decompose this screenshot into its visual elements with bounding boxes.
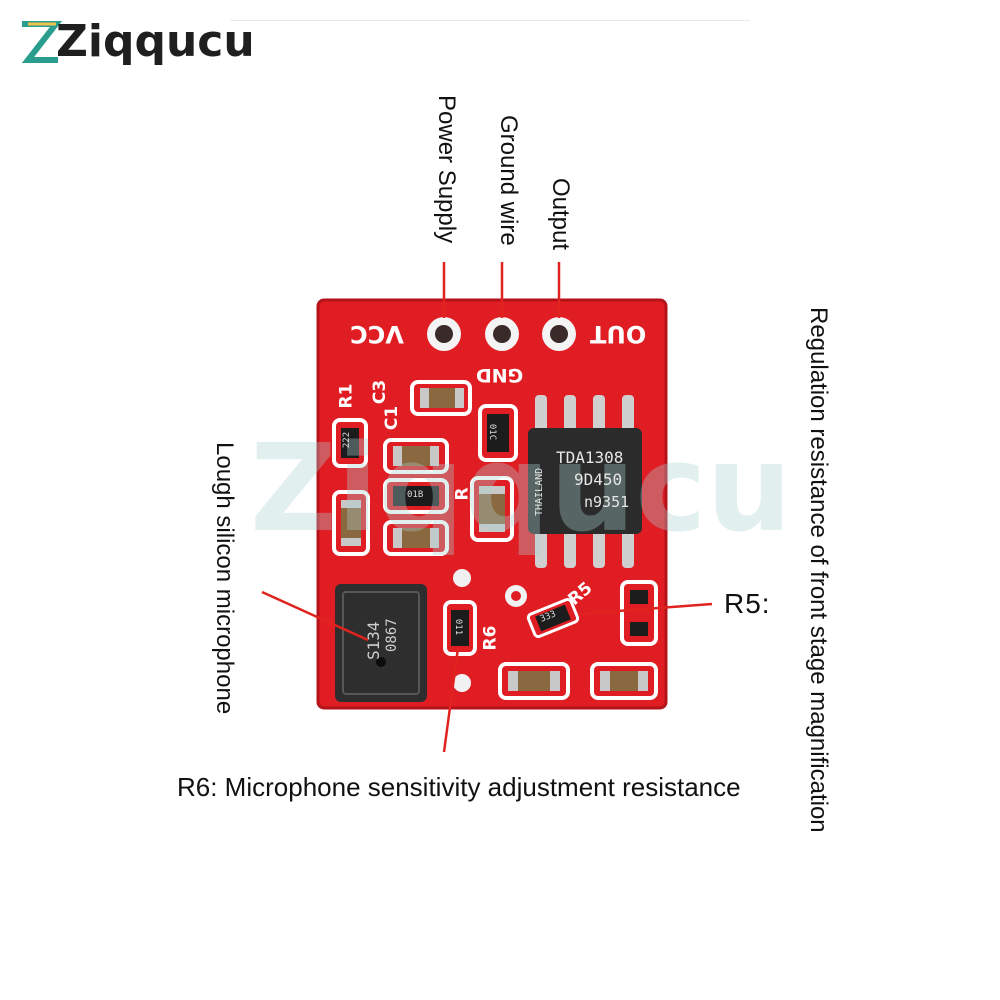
chip-marking-2: 9D450 <box>574 470 623 489</box>
silk-vcc: VCC <box>350 320 404 348</box>
silk-gnd: GND <box>476 364 524 386</box>
chip-marking-1: TDA1308 <box>556 448 624 467</box>
label-r5: R5: <box>724 588 771 619</box>
mic-marking-1: S134 <box>364 621 383 660</box>
silk-out: OUT <box>590 320 647 348</box>
silicon-microphone <box>335 584 427 702</box>
code-011: 011 <box>453 618 464 636</box>
brand-logo: Ziqqucu <box>18 12 255 72</box>
silk-r: R <box>452 487 473 501</box>
brand-mark-icon <box>21 21 62 63</box>
resistor-01c <box>478 404 518 462</box>
label-microphone: Lough silicon microphone <box>211 442 238 715</box>
code-222: 222 <box>342 431 353 449</box>
mic-marking-2: 0867 <box>384 618 400 652</box>
annotation-lines <box>261 262 713 753</box>
capacitor-left <box>332 490 370 556</box>
resistor-r6 <box>443 600 477 656</box>
label-power-supply: Power Supply <box>433 95 460 244</box>
chip-tda1308 <box>528 428 642 534</box>
capacitor-bottom-right <box>590 662 658 700</box>
capacitor-c3 <box>410 380 472 416</box>
label-r6: R6: Microphone sensitivity adjustment re… <box>177 772 741 802</box>
silk-r6: R6 <box>480 625 501 651</box>
chip-marking-3: n9351 <box>584 493 630 511</box>
chip-marking-side: THAILAND <box>534 467 545 516</box>
resistor-r1 <box>332 418 368 468</box>
capacitor-c1 <box>383 438 449 474</box>
label-ground-wire: Ground wire <box>495 115 522 246</box>
silk-c1: C1 <box>382 405 403 431</box>
brand-name: Ziqqucu <box>56 16 255 67</box>
label-regulation: Regulation resistance of front stage mag… <box>805 307 832 833</box>
silk-r1: R1 <box>336 383 357 409</box>
chip-legs <box>535 395 634 568</box>
capacitor-lower <box>383 520 449 556</box>
capacitor-bottom-mid <box>498 662 570 700</box>
resistor-r5 <box>526 597 580 639</box>
code-01c: 01C <box>487 423 498 441</box>
right-pads <box>620 580 658 646</box>
header-pads <box>427 317 576 351</box>
resistor-01b <box>383 478 449 514</box>
silk-c3: C3 <box>370 379 391 405</box>
top-divider <box>230 20 750 21</box>
capacitor-r <box>470 476 514 542</box>
label-output: Output <box>547 178 574 251</box>
code-01b: 01B <box>407 490 424 500</box>
